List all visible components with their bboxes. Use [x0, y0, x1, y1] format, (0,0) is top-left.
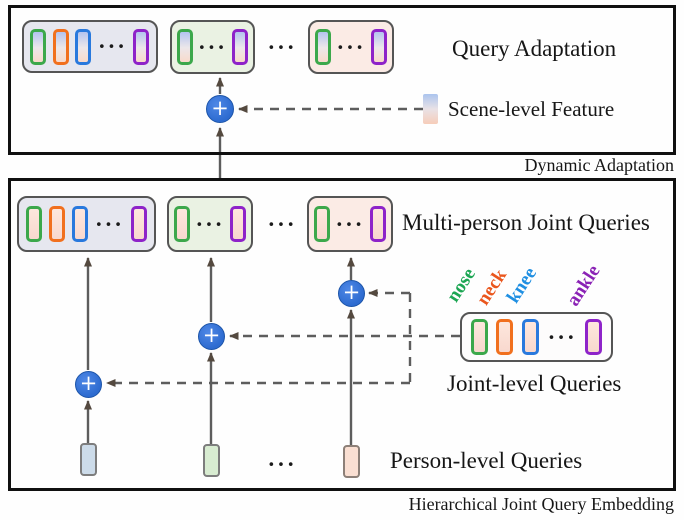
joint-level-queries-label: Joint-level Queries	[447, 371, 622, 396]
query-token-purple	[130, 206, 147, 242]
query-token-green	[315, 29, 332, 65]
query-token-blue	[71, 206, 88, 242]
query-token-orange	[52, 28, 69, 65]
scene-level-feature-label: Scene-level Feature	[448, 97, 615, 121]
plus-icon: +	[198, 323, 225, 350]
ellipsis-between-persons: ···	[267, 452, 297, 477]
adapted-query-group-1: ···	[22, 20, 158, 73]
query-token-green	[314, 206, 331, 242]
scene-level-feature-swatch	[423, 94, 438, 124]
query-token-green	[25, 206, 42, 242]
multi-person-query-group-3: ···	[307, 196, 393, 252]
query-token-green	[176, 29, 193, 65]
ellipsis: ···	[197, 34, 227, 60]
joint-level-query-group: ···	[460, 312, 613, 362]
query-token-green	[174, 206, 191, 242]
plus-icon: +	[338, 280, 365, 307]
adapted-query-group-2: ···	[170, 20, 255, 74]
multi-person-query-group-2: ···	[167, 196, 253, 252]
ellipsis: ···	[195, 211, 225, 237]
ellipsis: ···	[97, 34, 127, 59]
query-token-green	[470, 319, 488, 355]
query-token-purple	[133, 28, 150, 65]
query-token-blue	[75, 28, 92, 65]
query-adaptation-title: Query Adaptation	[452, 36, 617, 61]
person-level-query-1	[80, 443, 97, 476]
ellipsis: ···	[547, 324, 577, 350]
query-token-green	[30, 28, 47, 65]
plus-icon: +	[75, 371, 102, 398]
ellipsis: ···	[335, 211, 365, 237]
ellipsis-between-groups: ···	[267, 212, 297, 237]
query-token-purple	[369, 206, 386, 242]
query-token-orange	[496, 319, 514, 355]
dynamic-adaptation-caption: Dynamic Adaptation	[524, 155, 674, 175]
plus-glyph: +	[79, 371, 98, 395]
hierarchical-embedding-panel	[8, 178, 676, 491]
dynamic-adaptation-panel	[8, 5, 676, 155]
person-level-query-2	[203, 444, 220, 477]
hierarchical-embedding-caption: Hierarchical Joint Query Embedding	[408, 494, 674, 514]
person-level-queries-label: Person-level Queries	[390, 448, 583, 473]
ellipsis: ···	[336, 34, 366, 60]
plus-icon: +	[206, 95, 234, 123]
multi-person-query-group-1: ···	[17, 196, 156, 252]
ellipsis: ···	[94, 211, 124, 237]
query-token-purple	[229, 206, 246, 242]
query-token-purple	[231, 29, 248, 65]
query-token-purple	[585, 319, 603, 355]
plus-glyph: +	[342, 280, 361, 304]
plus-glyph: +	[211, 95, 229, 120]
query-token-blue	[521, 319, 539, 355]
plus-glyph: +	[202, 323, 221, 347]
ellipsis-between-groups: ···	[267, 35, 297, 60]
query-token-purple	[370, 29, 387, 65]
adapted-query-group-3: ···	[308, 20, 394, 74]
multi-person-joint-queries-label: Multi-person Joint Queries	[402, 210, 650, 235]
person-level-query-3	[343, 445, 360, 478]
query-token-orange	[48, 206, 65, 242]
